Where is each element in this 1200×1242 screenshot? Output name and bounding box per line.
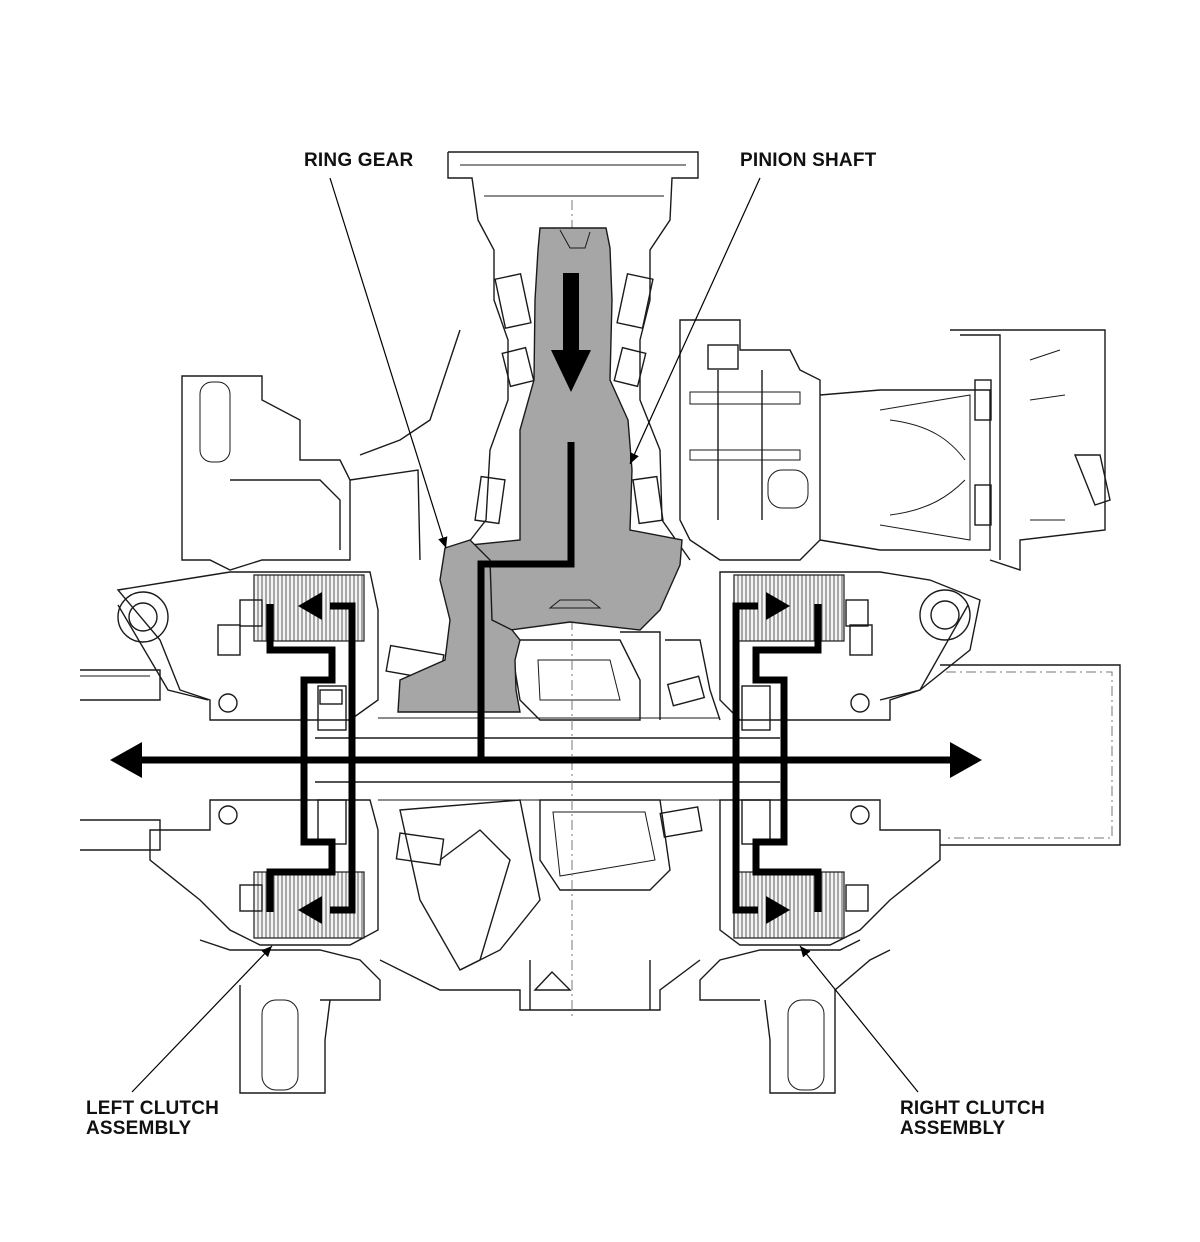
right-clutch-label-line2: ASSEMBLY (900, 1118, 1006, 1139)
ring-gear-part (397, 539, 521, 713)
right-clutch-label-line1: RIGHT CLUTCH (900, 1098, 1045, 1119)
left-clutch-bottom-arrow-icon (298, 896, 322, 924)
right-clutch-bottom-arrow-icon (766, 896, 790, 924)
pinion-shaft-leader (629, 177, 761, 465)
right-clutch-leader (799, 945, 919, 1093)
down-arrow-icon (551, 350, 591, 392)
right-clutch-top-arrow-icon (766, 592, 790, 620)
left-clutch-label-line2: ASSEMBLY (86, 1118, 192, 1139)
left-clutch-assembly-label: LEFT CLUTCH ASSEMBLY (86, 1099, 219, 1139)
pinion-shaft-part (469, 227, 683, 641)
right-arrow-icon (950, 742, 982, 778)
highlighted-gear-parts (397, 227, 683, 713)
left-clutch-leader (131, 945, 273, 1093)
pinion-shaft-label: PINION SHAFT (740, 151, 876, 171)
ring-gear-leader (329, 177, 448, 549)
right-clutch-assembly-label: RIGHT CLUTCH ASSEMBLY (900, 1099, 1045, 1139)
pinion-shaft-label-text: PINION SHAFT (740, 150, 877, 171)
left-arrow-icon (110, 742, 142, 778)
left-clutch-top-arrow-icon (298, 592, 322, 620)
power-flow-path (110, 273, 982, 924)
leader-lines (131, 177, 919, 1093)
left-clutch-label-line1: LEFT CLUTCH (86, 1098, 220, 1119)
ring-gear-label: RING GEAR (304, 151, 413, 171)
ring-gear-label-text: RING GEAR (304, 150, 414, 171)
